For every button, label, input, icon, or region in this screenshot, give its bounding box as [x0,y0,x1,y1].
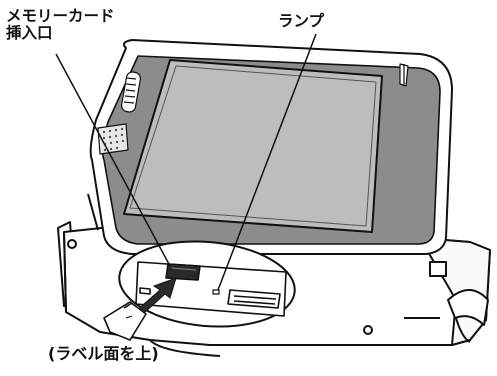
memory-card-icon [103,301,147,341]
leader-lines [55,33,317,291]
card-slot-label: メモリーカード 挿入口 [6,7,115,43]
lamp-indicator [212,289,220,295]
display-panel [89,39,453,255]
label-side-up-text: (ラベル面を上) [48,344,159,363]
lamp-label: ランプ [278,12,325,30]
front-panel [118,240,296,328]
leader-line-card-slot [55,53,171,267]
memory-card-slot [165,263,201,281]
card-slot-label-line2: 挿入口 [6,24,53,43]
speaker-grille [120,71,142,113]
display-glass [123,59,383,233]
stylus-icon [399,63,409,87]
leader-line-lamp [217,33,317,291]
card-slot-label-line1: メモリーカード [6,7,115,25]
